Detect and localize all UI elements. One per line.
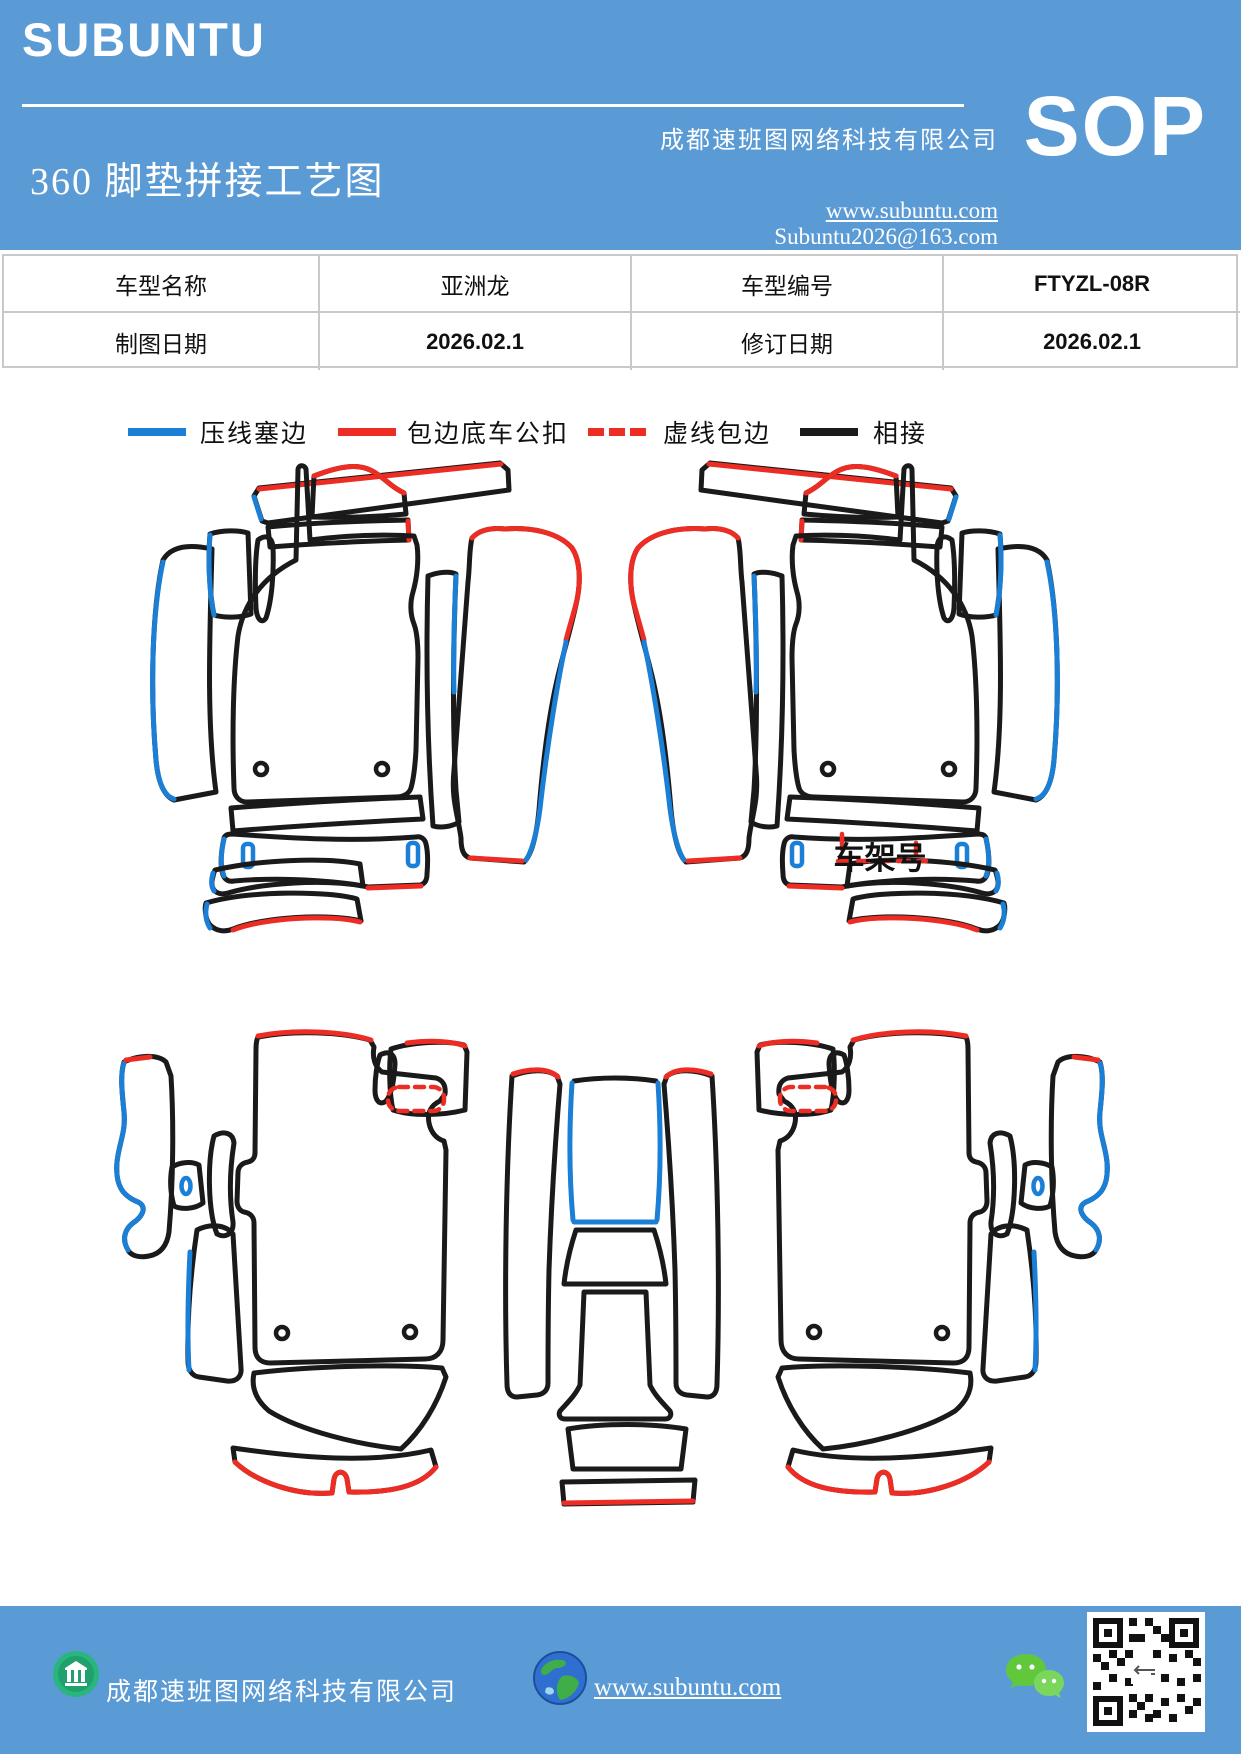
legend-swatch-wrap-male-buckle xyxy=(338,428,396,436)
cell-model-code-value: FTYZL-08R xyxy=(944,256,1240,313)
header-banner: SUBUNTU 360 脚垫拼接工艺图 成都速班图网络科技有限公司 SOP ww… xyxy=(0,0,1241,250)
footer-website-link[interactable]: www.subuntu.com xyxy=(594,1674,782,1701)
vin-annotation: 车架号 xyxy=(834,831,929,876)
brand-logo: SUBUNTU xyxy=(22,13,266,66)
cell-draw-date-value: 2026.02.1 xyxy=(320,313,632,370)
legend-label-press-edge: 压线塞边 xyxy=(200,421,309,448)
cell-model-name-value: 亚洲龙 xyxy=(320,256,632,313)
header-divider xyxy=(22,104,964,107)
cell-model-code-label: 车型编号 xyxy=(632,256,944,313)
legend-label-dashed-wrap: 虚线包边 xyxy=(663,421,772,448)
cell-revise-date-label: 修订日期 xyxy=(632,313,944,370)
legend-swatch-joint xyxy=(800,428,858,436)
header-company-name: 成都速班图网络科技有限公司 xyxy=(660,128,998,154)
legend-label-joint: 相接 xyxy=(873,421,928,448)
header-email: Subuntu2026@163.com xyxy=(774,224,998,249)
center-tunnel-group xyxy=(556,1075,698,1507)
wechat-icon xyxy=(1006,1654,1064,1698)
footer-banner: 成都速班图网络科技有限公司 www.subuntu.com xyxy=(0,1606,1241,1754)
front-mat-group xyxy=(150,460,582,934)
legend: 压线塞边 包边底车公扣 虚线包边 相接 xyxy=(0,412,1241,454)
cell-draw-date-label: 制图日期 xyxy=(4,313,320,370)
header-website-link[interactable]: www.subuntu.com xyxy=(825,198,998,223)
building-icon xyxy=(53,1651,99,1697)
page-title: 360 脚垫拼接工艺图 xyxy=(30,161,385,203)
vehicle-info-table: 车型名称 亚洲龙 车型编号 FTYZL-08R 制图日期 2026.02.1 修… xyxy=(2,254,1240,370)
qr-code xyxy=(1087,1612,1205,1732)
rear-mat-group xyxy=(114,1029,563,1496)
legend-swatch-dashed-wrap xyxy=(588,428,646,436)
footer-company-name: 成都速班图网络科技有限公司 xyxy=(106,1679,458,1706)
globe-icon xyxy=(533,1651,587,1705)
vin-label: 车架号 xyxy=(834,841,927,876)
cell-revise-date-value: 2026.02.1 xyxy=(1043,328,1141,354)
legend-label-wrap-male-buckle: 包边底车公扣 xyxy=(407,421,570,448)
sop-badge: SOP xyxy=(1023,79,1207,173)
legend-swatch-press-edge xyxy=(128,428,186,436)
cell-model-name-label: 车型名称 xyxy=(4,256,320,313)
